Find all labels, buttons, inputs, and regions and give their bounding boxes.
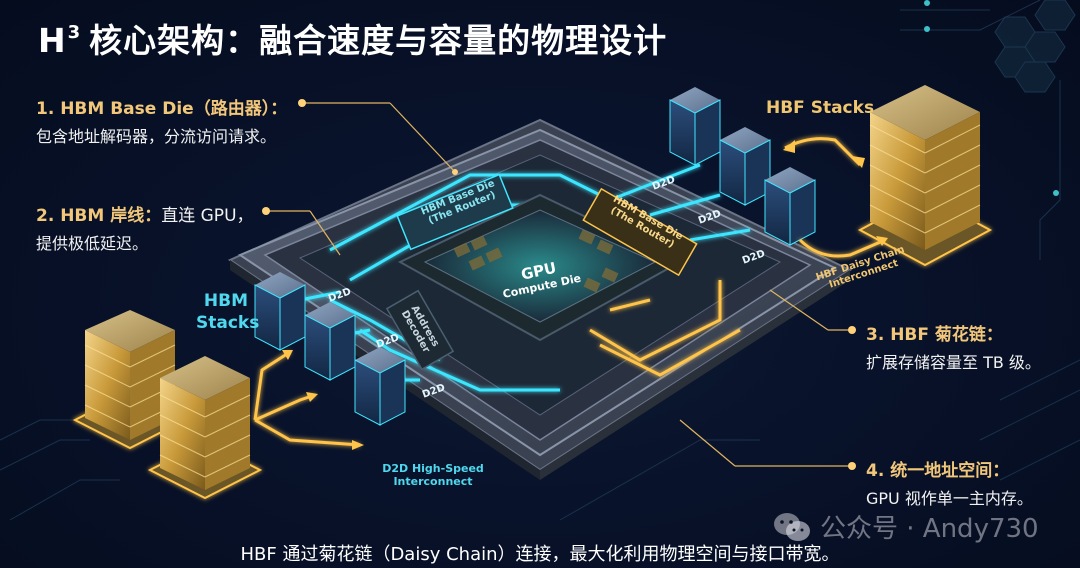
caption: HBF 通过菊花链（Daisy Chain）连接，最大化利用物理空间与接口带宽。 bbox=[240, 544, 840, 565]
annotation-1: 1. HBM Base Die（路由器）： 包含地址解码器，分流访问请求。 bbox=[36, 94, 287, 147]
page-title: H3 核心架构：融合速度与容量的物理设计 bbox=[38, 14, 667, 62]
hbm-stacks-line2: Stacks bbox=[196, 313, 260, 333]
arrow-heads bbox=[282, 140, 888, 450]
hbm-base-die-left bbox=[396, 173, 514, 251]
annotation-3-body: 扩展存储容量至 TB 级。 bbox=[866, 353, 1041, 372]
annotation-2: 2. HBM 岸线：直连 GPU， 提供极低延迟。 bbox=[36, 201, 254, 254]
hexagon-pattern bbox=[994, 0, 1076, 93]
circuit-node bbox=[924, 0, 930, 6]
leader-lines bbox=[266, 102, 852, 467]
leader-dots bbox=[262, 99, 856, 470]
circuit-node bbox=[924, 26, 930, 32]
circuit-node bbox=[1053, 190, 1059, 196]
hbf-stack-left-2 bbox=[147, 356, 263, 500]
hbm-stacks-right bbox=[669, 87, 816, 246]
hbm-stacks-label: HBM Stacks bbox=[196, 290, 260, 334]
hbf-stack-right bbox=[857, 85, 993, 267]
annotation-1-body: 包含地址解码器，分流访问请求。 bbox=[36, 127, 277, 146]
annotation-4-body: GPU 视作单一主内存。 bbox=[866, 489, 1033, 508]
title-h: H bbox=[38, 21, 67, 60]
hbm-stacks-left bbox=[254, 272, 406, 426]
daisy-chain-arrows bbox=[253, 137, 886, 447]
hbf-stacks-label: HBF Stacks bbox=[766, 98, 875, 118]
hbm-base-die-right bbox=[582, 187, 698, 277]
d2d-high-speed-label: D2D High-Speed Interconnect bbox=[378, 462, 488, 488]
annotation-3-head: 3. HBF 菊花链： bbox=[866, 325, 1003, 345]
annotation-2-head-tail: 直连 GPU， bbox=[161, 206, 254, 226]
d2d-high-speed-line1: D2D High-Speed bbox=[382, 462, 484, 475]
watermark-text: 公众号 · Andy730 bbox=[820, 514, 1039, 544]
watermark: 公众号 · Andy730 bbox=[772, 508, 1039, 545]
annotation-1-head: 1. HBM Base Die（路由器）： bbox=[36, 99, 288, 119]
hbm-stacks-line1: HBM bbox=[203, 291, 248, 311]
annotation-2-head: 2. HBM 岸线： bbox=[36, 206, 162, 226]
d2d-high-speed-line2: Interconnect bbox=[393, 475, 473, 488]
wechat-icon bbox=[774, 512, 810, 541]
circuit-traces bbox=[0, 0, 1080, 521]
annotation-4: 4. 统一地址空间： GPU 视作单一主内存。 bbox=[866, 456, 1033, 509]
gold-interconnect bbox=[589, 280, 741, 377]
title-text: 核心架构：融合速度与容量的物理设计 bbox=[89, 21, 668, 60]
annotation-3: 3. HBF 菊花链： 扩展存储容量至 TB 级。 bbox=[866, 320, 1041, 373]
address-decoder bbox=[385, 289, 455, 371]
annotation-4-head: 4. 统一地址空间： bbox=[866, 461, 1010, 481]
annotation-2-body: 提供极低延迟。 bbox=[36, 234, 149, 253]
title-superscript: 3 bbox=[67, 22, 82, 43]
